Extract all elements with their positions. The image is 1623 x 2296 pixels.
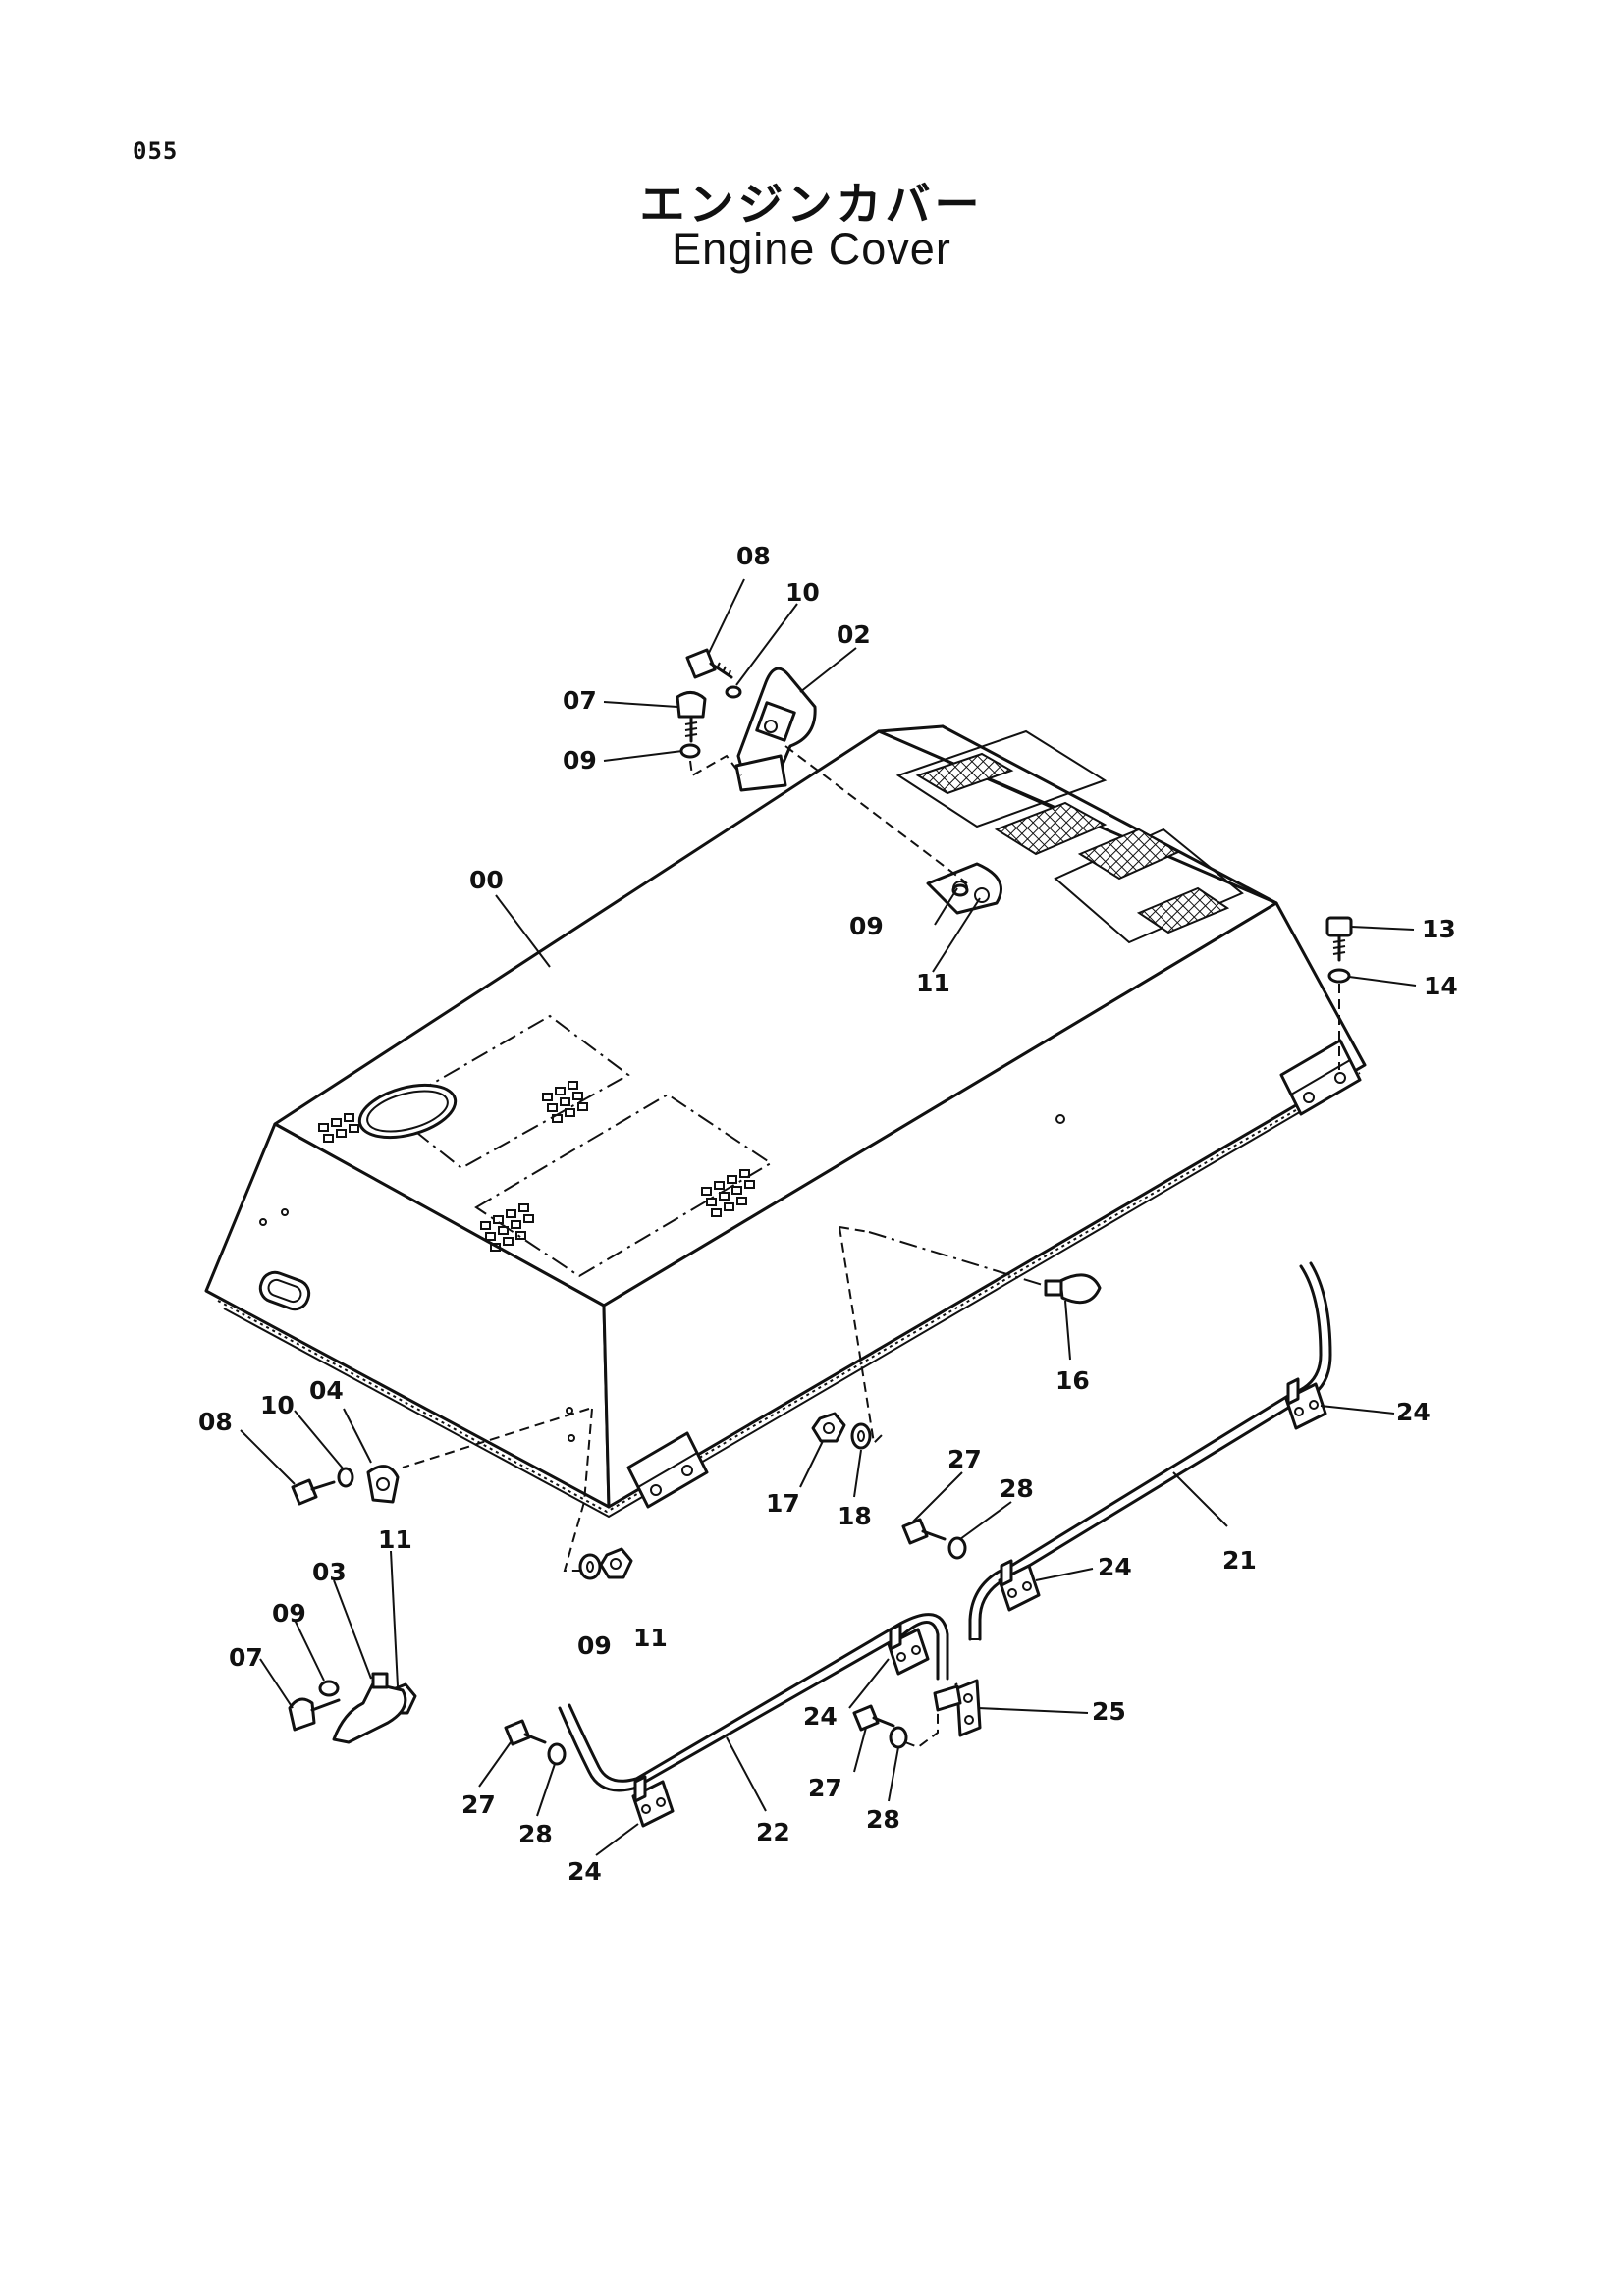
label-07: 07	[229, 1643, 263, 1672]
label-25: 25	[1092, 1697, 1126, 1726]
label-27: 27	[808, 1774, 842, 1802]
label-27: 27	[461, 1790, 496, 1819]
bracket-24-center	[887, 1623, 930, 1676]
title-english: Engine Cover	[672, 224, 951, 274]
label-13: 13	[1422, 915, 1456, 943]
label-04: 04	[309, 1376, 344, 1405]
bolt-27-right	[901, 1518, 947, 1545]
label-21: 21	[1222, 1546, 1257, 1575]
washer-28-center	[889, 1726, 908, 1749]
washer-09-bottom	[578, 1553, 602, 1580]
label-11: 11	[916, 969, 950, 997]
label-03: 03	[312, 1558, 347, 1586]
label-09: 09	[563, 746, 597, 774]
label-00: 00	[469, 866, 504, 894]
bolt-08-left	[291, 1478, 336, 1506]
hinge-left	[626, 1431, 709, 1509]
label-02: 02	[837, 620, 871, 649]
label-27: 27	[947, 1445, 982, 1473]
label-28: 28	[866, 1805, 900, 1834]
label-18: 18	[838, 1502, 872, 1530]
label-07: 07	[563, 686, 597, 715]
label-24: 24	[1396, 1398, 1431, 1426]
label-17: 17	[766, 1489, 800, 1518]
label-10: 10	[785, 578, 820, 607]
page-number: 055	[133, 137, 179, 165]
nut-11-bottom	[599, 1547, 633, 1579]
washer-09-left	[318, 1680, 340, 1697]
lever-03	[332, 1672, 407, 1744]
washer-09-top	[679, 743, 701, 759]
label-28: 28	[518, 1820, 553, 1848]
bracket-24-left	[631, 1775, 675, 1828]
cover-panels	[258, 729, 1244, 1442]
bolt-27-center	[852, 1704, 895, 1732]
rod-22	[558, 1613, 949, 1792]
washer-10-left	[337, 1467, 354, 1488]
bracket-24-right	[1284, 1377, 1327, 1430]
bolt-08-top	[685, 648, 733, 679]
label-24: 24	[803, 1702, 838, 1731]
label-28: 28	[1000, 1474, 1034, 1503]
bracket-24-mid	[998, 1559, 1041, 1612]
title-japanese: エンジンカバー	[639, 178, 984, 231]
bracket-25	[933, 1679, 982, 1737]
bolt-27-left	[504, 1719, 547, 1746]
washer-28-right	[947, 1536, 967, 1560]
label-24: 24	[1098, 1553, 1132, 1581]
bolt-07-top	[676, 691, 707, 743]
washer-10-top	[725, 685, 742, 699]
label-09: 09	[272, 1599, 306, 1628]
nut-17	[811, 1412, 846, 1443]
bolt-07-left	[288, 1697, 341, 1732]
washer-28-left	[547, 1742, 567, 1766]
rod-21	[968, 1261, 1332, 1641]
label-08: 08	[736, 542, 771, 570]
stopper-16	[1044, 1273, 1102, 1305]
engine-cover-body	[204, 724, 1367, 1519]
bolt-13	[1325, 916, 1353, 962]
label-09: 09	[849, 912, 884, 940]
label-22: 22	[756, 1818, 790, 1846]
leader-lines	[240, 578, 1417, 1856]
label-10: 10	[260, 1391, 295, 1419]
part-labels: 08 10 02 07 09 00 09 11 13 14 16 17 18 0…	[198, 542, 1458, 1886]
label-16: 16	[1055, 1366, 1090, 1395]
label-14: 14	[1424, 972, 1458, 1000]
washer-09-plate	[951, 883, 969, 897]
label-11: 11	[378, 1525, 412, 1554]
label-11: 11	[633, 1624, 668, 1652]
label-24: 24	[568, 1857, 602, 1886]
catch-04	[366, 1465, 400, 1504]
latch-02	[734, 667, 817, 792]
label-08: 08	[198, 1408, 233, 1436]
washer-18	[850, 1422, 872, 1450]
label-09: 09	[577, 1631, 612, 1660]
washer-14	[1327, 968, 1351, 984]
